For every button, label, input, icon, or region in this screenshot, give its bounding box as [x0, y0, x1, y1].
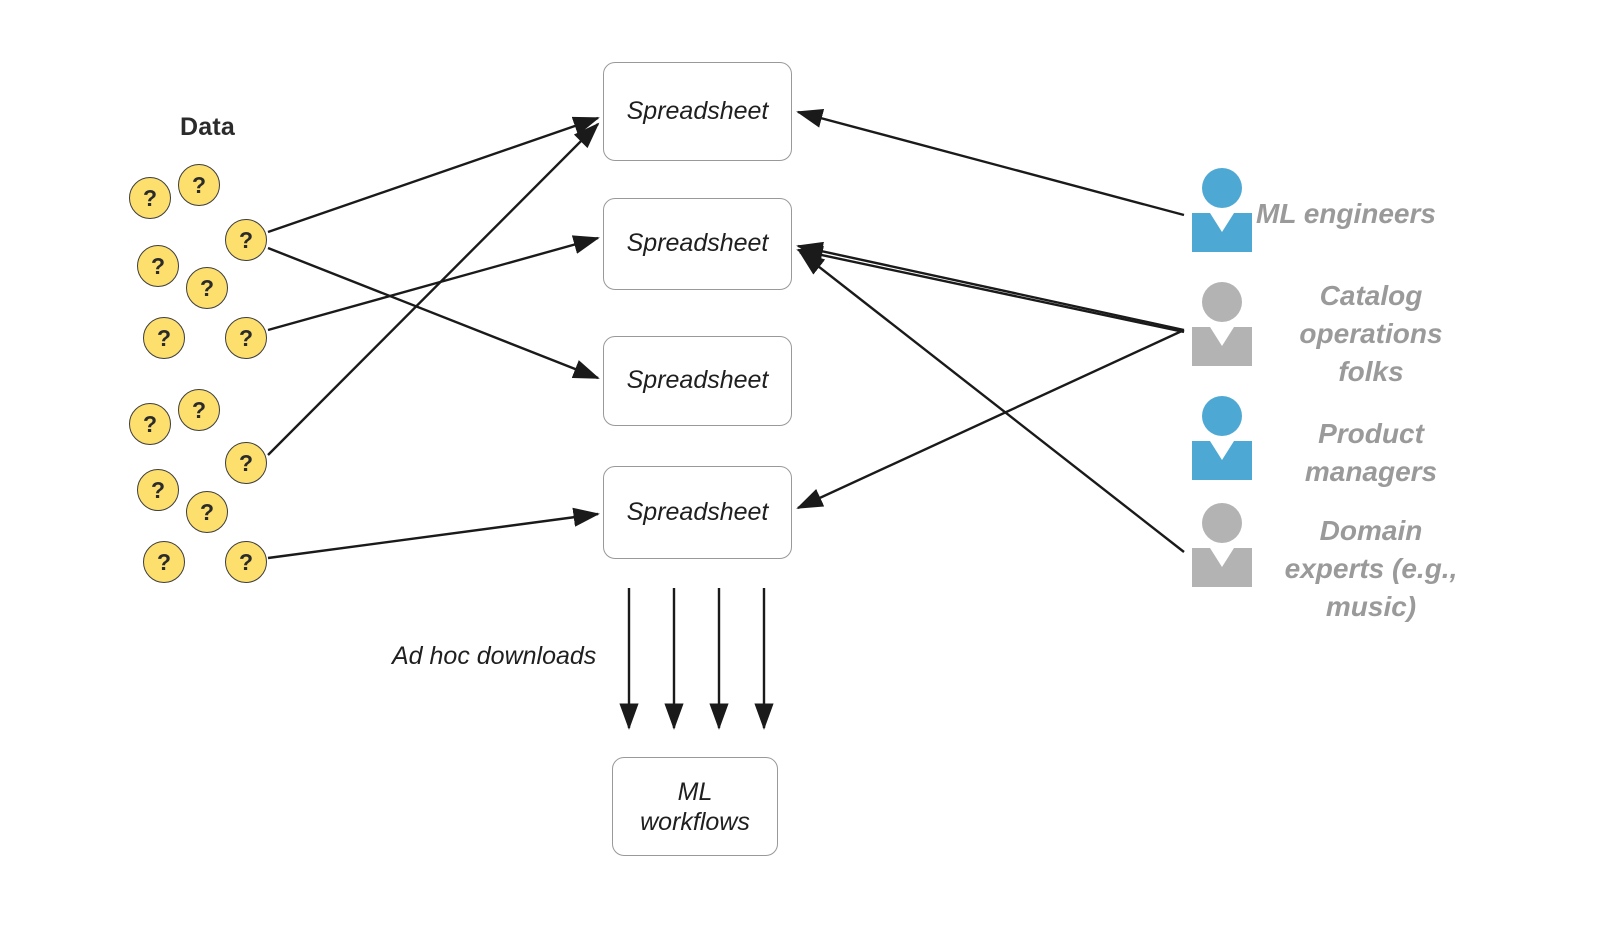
- person-body: [1192, 441, 1252, 480]
- data-node-label: ?: [150, 476, 166, 503]
- edge-q7-to-sheet2: [267, 235, 600, 332]
- data-node-label: ?: [238, 324, 254, 351]
- data-node-q13: ?: [143, 541, 185, 583]
- ad-hoc-downloads-label: Ad hoc downloads: [392, 642, 597, 670]
- person-body: [1192, 327, 1252, 366]
- edge-domain-experts-to-sheet2: [798, 250, 1185, 553]
- edge-catalog-operations-folks-to-sheet2: [796, 328, 1185, 510]
- persona-label-product-managers: Product managers: [1256, 415, 1486, 491]
- persona-icon-domain-experts[interactable]: [1184, 503, 1260, 592]
- data-node-label: ?: [238, 548, 254, 575]
- persona-label-line: operations: [1299, 318, 1443, 350]
- data-node-q2: ?: [178, 164, 220, 206]
- data-node-label: ?: [142, 410, 158, 437]
- person-icon: [1192, 396, 1252, 480]
- data-section-title: Data: [180, 113, 235, 141]
- data-node-label: ?: [142, 184, 158, 211]
- data-node-q4: ?: [137, 245, 179, 287]
- data-node-label: ?: [238, 449, 254, 476]
- person-body: [1192, 548, 1252, 587]
- spreadsheet-label: Spreadsheet: [626, 497, 769, 526]
- data-node-label: ?: [156, 324, 172, 351]
- persona-label-catalog-operations-folks: Catalog operations folks: [1256, 277, 1486, 391]
- spreadsheet-box-sheet2[interactable]: Spreadsheet: [603, 198, 792, 290]
- persona-label-ml-engineers: ML engineers: [1256, 195, 1486, 233]
- edge-q3-to-sheet1: [267, 116, 600, 234]
- person-body: [1192, 213, 1252, 252]
- data-node-label: ?: [238, 226, 254, 253]
- data-node-label: ?: [199, 274, 215, 301]
- edges-personas-to-spreadsheets: [796, 109, 1185, 553]
- ml-workflows-label-line1: ML: [677, 777, 713, 806]
- edge-ml-engineers-to-sheet1: [796, 109, 1185, 217]
- data-node-q8: ?: [129, 403, 171, 445]
- edges-data-to-spreadsheets: [267, 116, 600, 560]
- data-node-label: ?: [150, 252, 166, 279]
- person-icon: [1192, 282, 1252, 366]
- data-node-label: ?: [191, 396, 207, 423]
- persona-label-line: managers: [1304, 456, 1438, 488]
- persona-label-line: folks: [1338, 356, 1404, 388]
- person-head: [1202, 503, 1242, 543]
- data-node-label: ?: [191, 171, 207, 198]
- persona-label-line: ML engineers: [1256, 198, 1436, 229]
- persona-label-line: Product: [1318, 418, 1424, 449]
- persona-label-domain-experts: Domain experts (e.g., music): [1256, 512, 1486, 626]
- spreadsheet-label: Spreadsheet: [626, 96, 769, 125]
- spreadsheet-label: Spreadsheet: [626, 366, 769, 395]
- edge-q10-to-sheet1: [267, 122, 600, 456]
- data-node-q10: ?: [225, 442, 267, 484]
- persona-label-line: experts (e.g.,: [1284, 553, 1458, 585]
- persona-label-line: Catalog: [1319, 280, 1423, 311]
- spreadsheet-box-sheet4[interactable]: Spreadsheet: [603, 466, 792, 559]
- data-node-q12: ?: [186, 491, 228, 533]
- data-node-label: ?: [156, 548, 172, 575]
- persona-label-line: music): [1325, 591, 1417, 623]
- spreadsheet-box-sheet3[interactable]: Spreadsheet: [603, 336, 792, 426]
- spreadsheet-label: Spreadsheet: [626, 229, 769, 258]
- edge-q14-to-sheet4: [267, 507, 600, 560]
- data-node-q6: ?: [143, 317, 185, 359]
- spreadsheet-box-sheet1[interactable]: Spreadsheet: [603, 62, 792, 161]
- data-node-q7: ?: [225, 317, 267, 359]
- edge-q3-to-sheet3: [267, 246, 600, 380]
- edge-catalog-operations-folks-to-sheet1: [796, 241, 1185, 332]
- person-icon: [1192, 168, 1252, 252]
- data-node-q9: ?: [178, 389, 220, 431]
- data-node-q14: ?: [225, 541, 267, 583]
- persona-label-line: Domain: [1319, 515, 1423, 546]
- person-icon: [1192, 503, 1252, 587]
- data-node-q11: ?: [137, 469, 179, 511]
- person-head: [1202, 282, 1242, 322]
- persona-icon-product-managers[interactable]: [1184, 396, 1260, 485]
- edge-catalog-operations-folks-to-sheet4: [796, 245, 1185, 334]
- person-head: [1202, 168, 1242, 208]
- data-node-q3: ?: [225, 219, 267, 261]
- ml-workflows-label-line2: workflows: [640, 807, 750, 836]
- person-head: [1202, 396, 1242, 436]
- persona-icon-catalog-operations-folks[interactable]: [1184, 282, 1260, 371]
- data-node-q1: ?: [129, 177, 171, 219]
- data-node-q5: ?: [186, 267, 228, 309]
- persona-icon-ml-engineers[interactable]: [1184, 168, 1260, 257]
- data-node-label: ?: [199, 498, 215, 525]
- edges-ad-hoc-downloads: [619, 588, 774, 730]
